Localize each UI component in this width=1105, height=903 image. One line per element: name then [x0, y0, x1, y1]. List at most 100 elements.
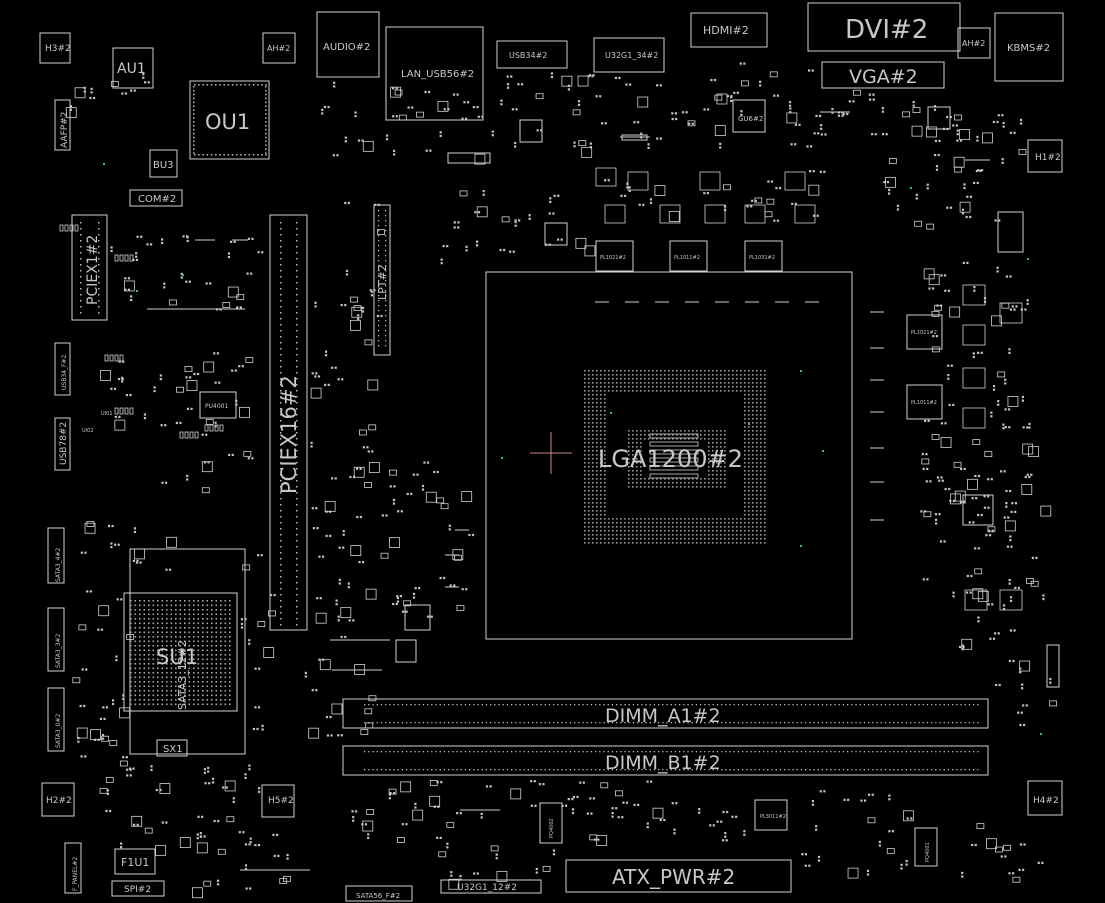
chip-su1-outline — [123, 592, 238, 712]
f1u1-outline — [114, 848, 156, 875]
label-ah: AH#2 — [267, 44, 290, 53]
label-su1: SU1 — [156, 645, 198, 669]
power-stage-right-1 — [906, 314, 943, 350]
label-ah-right: AH#2 — [962, 39, 985, 48]
label-bu3: BU3 — [153, 160, 174, 171]
label-pl-right-2: PL1011#2 — [911, 400, 937, 406]
label-ui02: UI02 — [82, 428, 94, 434]
label-pl-right-1: PL1021#2 — [911, 330, 937, 336]
label-atx: ATX_PWR#2 — [612, 865, 735, 889]
mount-hole-ah — [262, 32, 296, 64]
usb34-front-header — [54, 342, 71, 396]
hdmi-connector-outline — [690, 12, 768, 48]
label-spi: SPI#2 — [124, 885, 151, 895]
label-audio: AUDIO#2 — [323, 42, 370, 53]
chip-upper-mid — [544, 222, 568, 246]
generated-pads — [59, 62, 1058, 899]
mount-hole-h4 — [1027, 780, 1063, 816]
mount-hole-h1-top — [1027, 139, 1063, 173]
pciex1-slot-outline — [71, 214, 108, 321]
label-pl1: PL1021#2 — [600, 255, 626, 261]
label-pq4001: PQ4001 — [925, 842, 931, 862]
label-sata56: SATA56_F#2 — [356, 892, 400, 900]
label-u32g1: U32G1_34#2 — [605, 51, 658, 60]
label-sata-vert: SATA3_12#2 — [176, 640, 189, 710]
f-panel-header-outline — [64, 842, 82, 894]
lan-usb-connector-outline — [385, 26, 484, 121]
label-kbms: KBMS#2 — [1007, 43, 1050, 54]
label-gu6: GU6#2 — [738, 115, 763, 123]
label-f1u1: F1U1 — [121, 856, 149, 869]
label-pq4002: PQ4002 — [549, 818, 555, 838]
u32g1-connector-outline — [593, 37, 665, 73]
dimm-a1-slot-outline — [342, 698, 989, 729]
label-pl3: PL1031#2 — [749, 255, 775, 261]
com-header-outline — [129, 189, 183, 207]
label-sata-a: SATA3_4#2 — [55, 547, 62, 582]
audio-jack-outline — [316, 11, 380, 78]
label-pciex16: PCIEX16#2 — [277, 375, 301, 494]
u32g1-12-header-outline — [440, 879, 542, 894]
label-dimm-b1: DIMM_B1#2 — [605, 752, 721, 774]
atx-power-outline — [565, 859, 792, 893]
label-usb78: USB78#2 — [59, 422, 69, 465]
label-lan: LAN_USB56#2 — [401, 69, 474, 80]
label-h5: H5#2 — [268, 796, 294, 806]
dimm-b1-slot-outline — [342, 745, 989, 776]
right-small-header — [1046, 644, 1060, 688]
small-header-top — [447, 152, 491, 164]
label-sx1: SX1 — [163, 744, 183, 755]
mount-hole-h2 — [41, 782, 75, 817]
chip-ou1-outline — [189, 80, 270, 160]
label-dvi: DVI#2 — [845, 15, 928, 45]
label-au1: AU1 — [117, 61, 146, 77]
label-sata-c: SATA3_0#2 — [55, 713, 62, 748]
mount-hole-h3 — [39, 32, 71, 64]
mount-hole-h5 — [261, 784, 295, 818]
chip-gu6-outline — [732, 99, 766, 133]
label-f-panel: F_PANEL#2 — [72, 857, 79, 891]
component-labels: H3#2 AU1 AH#2 AUDIO#2 LAN_USB56#2 USB34#… — [45, 15, 1061, 900]
right-edge-component — [997, 211, 1024, 253]
label-pl2: PL1011#2 — [674, 255, 700, 261]
sata56-header-outline — [345, 885, 413, 902]
mount-hole-ah-right — [957, 27, 991, 59]
label-h1-top: H1#2 — [1035, 153, 1061, 163]
usb34-connector-outline — [496, 40, 568, 69]
label-u32g1-12: U32G1_12#2 — [457, 883, 517, 893]
power-stage-pl2 — [669, 240, 708, 272]
chip-au1-outline — [112, 47, 154, 89]
power-stage-pl1 — [595, 240, 634, 272]
label-com: COM#2 — [138, 194, 176, 205]
usb78-header — [54, 417, 71, 471]
chip-left-cpu-2 — [404, 604, 431, 631]
pciex16-slot-outline — [269, 214, 308, 631]
label-vga: VGA#2 — [849, 66, 918, 88]
label-h3: H3#2 — [45, 44, 71, 54]
label-ui01: UI01 — [101, 411, 113, 417]
label-hdmi: HDMI#2 — [703, 24, 749, 37]
spi-header-outline — [111, 880, 165, 897]
label-pu4001: PU4001 — [205, 403, 228, 410]
label-aafp: AAFP#2 — [60, 112, 70, 148]
sata-port-a — [47, 527, 65, 584]
label-pl3011: PL3011#2 — [760, 814, 786, 820]
label-h2: H2#2 — [46, 796, 72, 806]
label-dimm-a1: DIMM_A1#2 — [605, 705, 721, 727]
chip-bu3-outline — [149, 149, 178, 178]
label-usb34-front: USB34_F#2 — [61, 355, 68, 390]
chip-right-square — [962, 494, 994, 526]
kbms-connector-outline — [994, 12, 1064, 82]
cpu-socket-outline — [485, 271, 853, 640]
sata-port-b — [47, 607, 65, 672]
cursor-crosshair — [530, 432, 572, 474]
label-pciex1: PCIEX1#2 — [85, 235, 101, 305]
aafp-header-outline — [54, 99, 71, 151]
chip-pl3011 — [754, 799, 788, 831]
major-outlines — [39, 2, 1064, 902]
chip-pq4001 — [914, 827, 938, 867]
label-ou1: OU1 — [205, 110, 250, 134]
label-h4: H4#2 — [1033, 796, 1059, 806]
